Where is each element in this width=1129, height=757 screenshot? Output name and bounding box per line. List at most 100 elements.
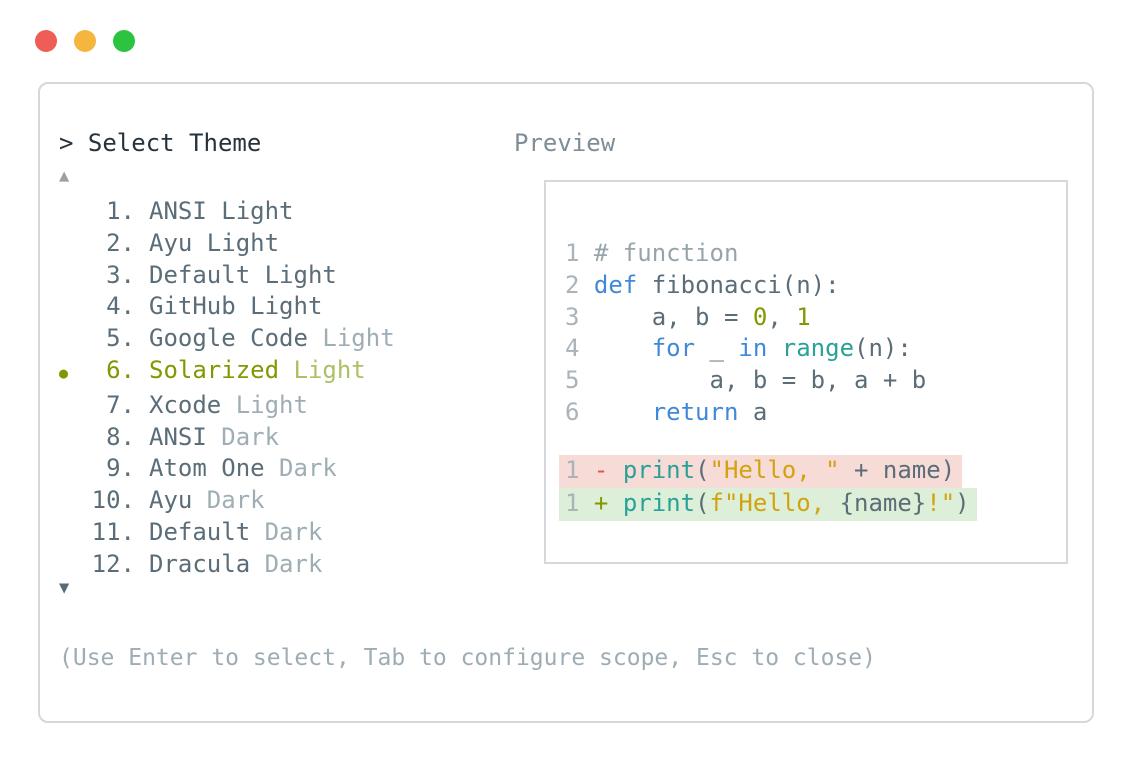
item-suffix: Light — [307, 324, 395, 353]
item-name: Default — [149, 260, 251, 289]
line-number: 5 — [565, 366, 594, 395]
theme-item-default-dark[interactable]: 11. Default Dark — [59, 517, 395, 549]
title-text: Select Theme — [87, 129, 262, 157]
item-suffix: Light — [192, 228, 280, 257]
code-token: in — [738, 334, 768, 363]
code-token: _ — [695, 334, 739, 363]
code-token — [594, 334, 652, 362]
item-number: 2. — [106, 228, 135, 257]
code-token — [767, 334, 781, 362]
item-number: 11. — [91, 517, 135, 546]
diff-line-added: 1 + print(f"Hello, {name}!") — [559, 487, 977, 521]
code-token: {name} — [839, 488, 927, 517]
scroll-down-icon[interactable]: ▼ — [59, 578, 70, 598]
code-token: ) — [955, 488, 970, 517]
code-token: 0 — [752, 302, 768, 331]
item-suffix: Dark — [206, 422, 280, 451]
theme-item-atom-one-dark[interactable]: 9. Atom One Dark — [59, 453, 395, 485]
code-line: 1 # function — [565, 238, 926, 270]
item-suffix: Dark — [250, 549, 323, 578]
page-title: > Select Theme — [59, 129, 261, 157]
code-token: !" — [926, 488, 956, 517]
code-token: f"Hello, — [709, 488, 840, 517]
item-suffix: Dark — [264, 454, 337, 483]
diff-removed-highlight: 1 - print("Hello, " + name) — [559, 455, 963, 488]
theme-item-google-code-light[interactable]: 5.Google Code Light — [59, 323, 395, 355]
scroll-up-icon[interactable]: ▲ — [59, 166, 70, 186]
item-name: Atom One — [149, 454, 265, 483]
code-token: print — [622, 488, 696, 517]
item-number: 10. — [91, 486, 135, 515]
code-token: a — [738, 397, 768, 426]
line-number: 4 — [565, 334, 594, 363]
diff-preview: 1 - print("Hello, " + name)1 + print(f"H… — [559, 455, 977, 521]
code-token: ( — [695, 456, 710, 484]
code-token: + name) — [839, 456, 956, 484]
code-line: 4 for _ in range(n): — [565, 333, 926, 365]
code-token — [594, 398, 652, 426]
code-line: 5 a, b = b, a + b — [565, 365, 926, 397]
item-number: 8. — [106, 422, 135, 451]
item-name: GitHub — [149, 292, 236, 321]
code-token: range — [781, 334, 855, 363]
theme-item-xcode-light[interactable]: 7.Xcode Light — [59, 390, 395, 422]
item-number: 6. — [106, 355, 135, 384]
code-token: print — [622, 456, 696, 484]
theme-item-dracula-dark[interactable]: 12. Dracula Dark — [59, 549, 395, 581]
code-token: , — [767, 302, 797, 331]
theme-item-ayu-dark[interactable]: 10.Ayu Dark — [59, 485, 395, 517]
theme-item-solarized-light[interactable]: ●6.Solarized Light — [59, 355, 395, 390]
item-suffix: Dark — [250, 517, 323, 546]
item-name: ANSI — [149, 197, 207, 225]
item-name: Solarized — [149, 355, 280, 384]
item-name: Google Code — [149, 324, 308, 353]
diff-added-highlight: 1 + print(f"Hello, {name}!") — [559, 487, 977, 521]
line-number: 1 — [565, 456, 594, 484]
theme-item-default-light[interactable]: 3. Default Light — [59, 260, 395, 292]
minimize-button[interactable] — [74, 30, 96, 52]
item-name: Ayu — [149, 486, 193, 515]
item-name: Xcode — [149, 390, 222, 419]
code-line: 2 def fibonacci(n): — [565, 270, 926, 302]
close-button[interactable] — [35, 30, 57, 52]
prompt-symbol: > — [59, 129, 74, 157]
code-token: def — [593, 270, 638, 299]
window-controls — [35, 30, 135, 52]
item-name: Default — [149, 517, 251, 546]
item-suffix: Light — [279, 355, 366, 384]
line-number: 2 — [565, 270, 594, 299]
maximize-button[interactable] — [113, 30, 135, 52]
diff-sign: - — [593, 456, 623, 484]
item-number: 9. — [106, 454, 135, 483]
theme-item-ansi-light[interactable]: 1. ANSI Light — [59, 196, 395, 228]
theme-selector-window: > Select Theme Preview ▲ 1. ANSI Light 2. A… — [38, 82, 1094, 723]
code-line: 6 return a — [565, 397, 926, 429]
code-token: # function — [593, 239, 739, 267]
item-number: 12. — [91, 549, 135, 578]
preview-label: Preview — [514, 129, 616, 157]
item-suffix: Light — [206, 197, 294, 225]
item-number: 4. — [106, 292, 135, 321]
theme-item-ayu-light[interactable]: 2. Ayu Light — [59, 228, 395, 260]
item-name: Ayu — [149, 228, 193, 257]
code-token: return — [651, 397, 739, 426]
item-name: Dracula — [149, 549, 251, 578]
item-name: ANSI — [149, 422, 207, 451]
code-token: a, b = — [593, 302, 753, 331]
line-number: 1 — [565, 488, 594, 517]
line-number: 6 — [565, 397, 594, 426]
code-token: fibonacci(n): — [637, 270, 840, 299]
code-token: "Hello, " — [709, 456, 840, 484]
keyboard-hint: (Use Enter to select, Tab to configure s… — [59, 645, 876, 671]
title-spacer — [73, 129, 87, 157]
item-suffix: Light — [250, 260, 337, 289]
line-number: 3 — [565, 302, 594, 331]
item-number: 1. — [106, 197, 135, 225]
theme-item-ansi-dark[interactable]: 8. ANSI Dark — [59, 422, 395, 454]
item-number: 3. — [106, 260, 135, 289]
code-token: 1 — [796, 302, 811, 331]
theme-item-github-light[interactable]: 4.GitHub Light — [59, 291, 395, 323]
